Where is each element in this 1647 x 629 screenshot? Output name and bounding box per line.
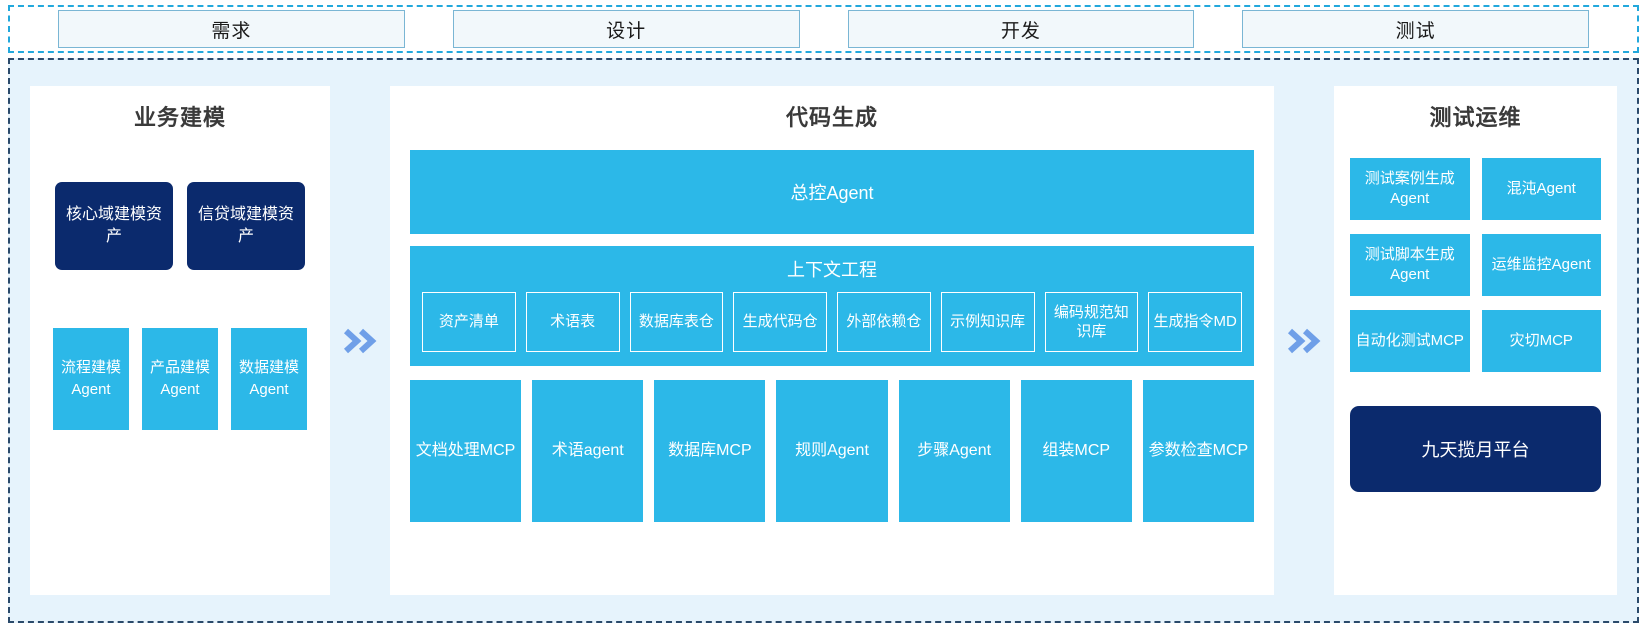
context-item-db-table-repo[interactable]: 数据库表仓 — [629, 292, 724, 352]
context-item-row: 资产清单 术语表 数据库表仓 生成代码仓 外部依赖仓 示例知识库 编码规范知识库… — [422, 292, 1242, 352]
context-item-generation-instruction-md[interactable]: 生成指令MD — [1148, 292, 1242, 352]
test-case-generation-agent[interactable]: 测试案例生成Agent — [1350, 158, 1470, 220]
automated-test-mcp[interactable]: 自动化测试MCP — [1350, 310, 1470, 372]
ops-monitoring-agent[interactable]: 运维监控Agent — [1481, 234, 1601, 296]
panel-test-operations: 测试运维 测试案例生成Agent 混沌Agent 测试脚本生成Agent 运维监… — [1334, 86, 1617, 595]
context-item-example-knowledge-base[interactable]: 示例知识库 — [940, 292, 1035, 352]
asset-core-domain[interactable]: 核心域建模资产 — [55, 182, 173, 270]
panel-code-generation: 代码生成 总控Agent 上下文工程 资产清单 术语表 数据库表仓 生成代码仓 … — [390, 86, 1274, 595]
panel-business-modeling: 业务建模 核心域建模资产 信贷域建模资产 流程建模Agent 产品建模Agent… — [30, 86, 330, 595]
phase-box-testing[interactable]: 测试 — [1242, 10, 1589, 48]
context-engineering-block: 上下文工程 资产清单 术语表 数据库表仓 生成代码仓 外部依赖仓 示例知识库 编… — [410, 246, 1254, 366]
context-engineering-title: 上下文工程 — [787, 260, 877, 280]
test-script-generation-agent[interactable]: 测试脚本生成Agent — [1350, 234, 1470, 296]
platform-box-jiutian-lanyue[interactable]: 九天揽月平台 — [1350, 406, 1601, 492]
tool-database-mcp[interactable]: 数据库MCP — [654, 380, 766, 522]
chaos-agent[interactable]: 混沌Agent — [1481, 158, 1601, 220]
context-item-generated-code-repo[interactable]: 生成代码仓 — [733, 292, 827, 352]
context-item-coding-standard-knowledge-base[interactable]: 编码规范知识库 — [1044, 292, 1139, 352]
main-container: 业务建模 核心域建模资产 信贷域建模资产 流程建模Agent 产品建模Agent… — [8, 58, 1639, 623]
agent-process-modeling[interactable]: 流程建模Agent — [53, 328, 129, 430]
arrow-center-to-right — [1274, 60, 1334, 621]
panel-title-test-operations: 测试运维 — [1429, 105, 1522, 130]
asset-credit-domain[interactable]: 信贷域建模资产 — [187, 182, 305, 270]
test-ops-grid: 测试案例生成Agent 混沌Agent 测试脚本生成Agent 运维监控Agen… — [1334, 158, 1617, 372]
agent-product-modeling[interactable]: 产品建模Agent — [142, 328, 218, 430]
tool-assembly-mcp[interactable]: 组装MCP — [1020, 380, 1132, 522]
phase-box-requirements[interactable]: 需求 — [58, 10, 405, 48]
phase-strip: 需求 设计 开发 测试 — [8, 5, 1639, 53]
double-chevron-right-icon — [343, 328, 377, 353]
tool-rule-agent[interactable]: 规则Agent — [776, 380, 888, 522]
phase-box-development[interactable]: 开发 — [847, 10, 1195, 48]
business-asset-row: 核心域建模资产 信贷域建模资产 — [30, 182, 330, 270]
business-agent-row: 流程建模Agent 产品建模Agent 数据建模Agent — [30, 328, 330, 430]
arrow-left-to-center — [330, 60, 390, 621]
panel-title-business-modeling: 业务建模 — [133, 105, 226, 130]
disaster-switch-mcp[interactable]: 灾切MCP — [1481, 310, 1601, 372]
context-item-asset-list[interactable]: 资产清单 — [422, 292, 516, 352]
tool-parameter-check-mcp[interactable]: 参数检查MCP — [1142, 380, 1254, 522]
agent-data-modeling[interactable]: 数据建模Agent — [231, 328, 307, 430]
tool-step-agent[interactable]: 步骤Agent — [898, 380, 1010, 522]
tool-row: 文档处理MCP 术语agent 数据库MCP 规则Agent 步骤Agent 组… — [410, 380, 1254, 522]
controller-agent-bar[interactable]: 总控Agent — [410, 150, 1254, 234]
context-item-glossary[interactable]: 术语表 — [525, 292, 620, 352]
context-item-external-dependency-repo[interactable]: 外部依赖仓 — [837, 292, 931, 352]
phase-box-design[interactable]: 设计 — [452, 10, 800, 48]
double-chevron-right-icon — [1287, 328, 1321, 353]
tool-document-processing-mcp[interactable]: 文档处理MCP — [410, 380, 522, 522]
tool-glossary-agent[interactable]: 术语agent — [532, 380, 644, 522]
panel-title-code-generation: 代码生成 — [785, 105, 878, 130]
